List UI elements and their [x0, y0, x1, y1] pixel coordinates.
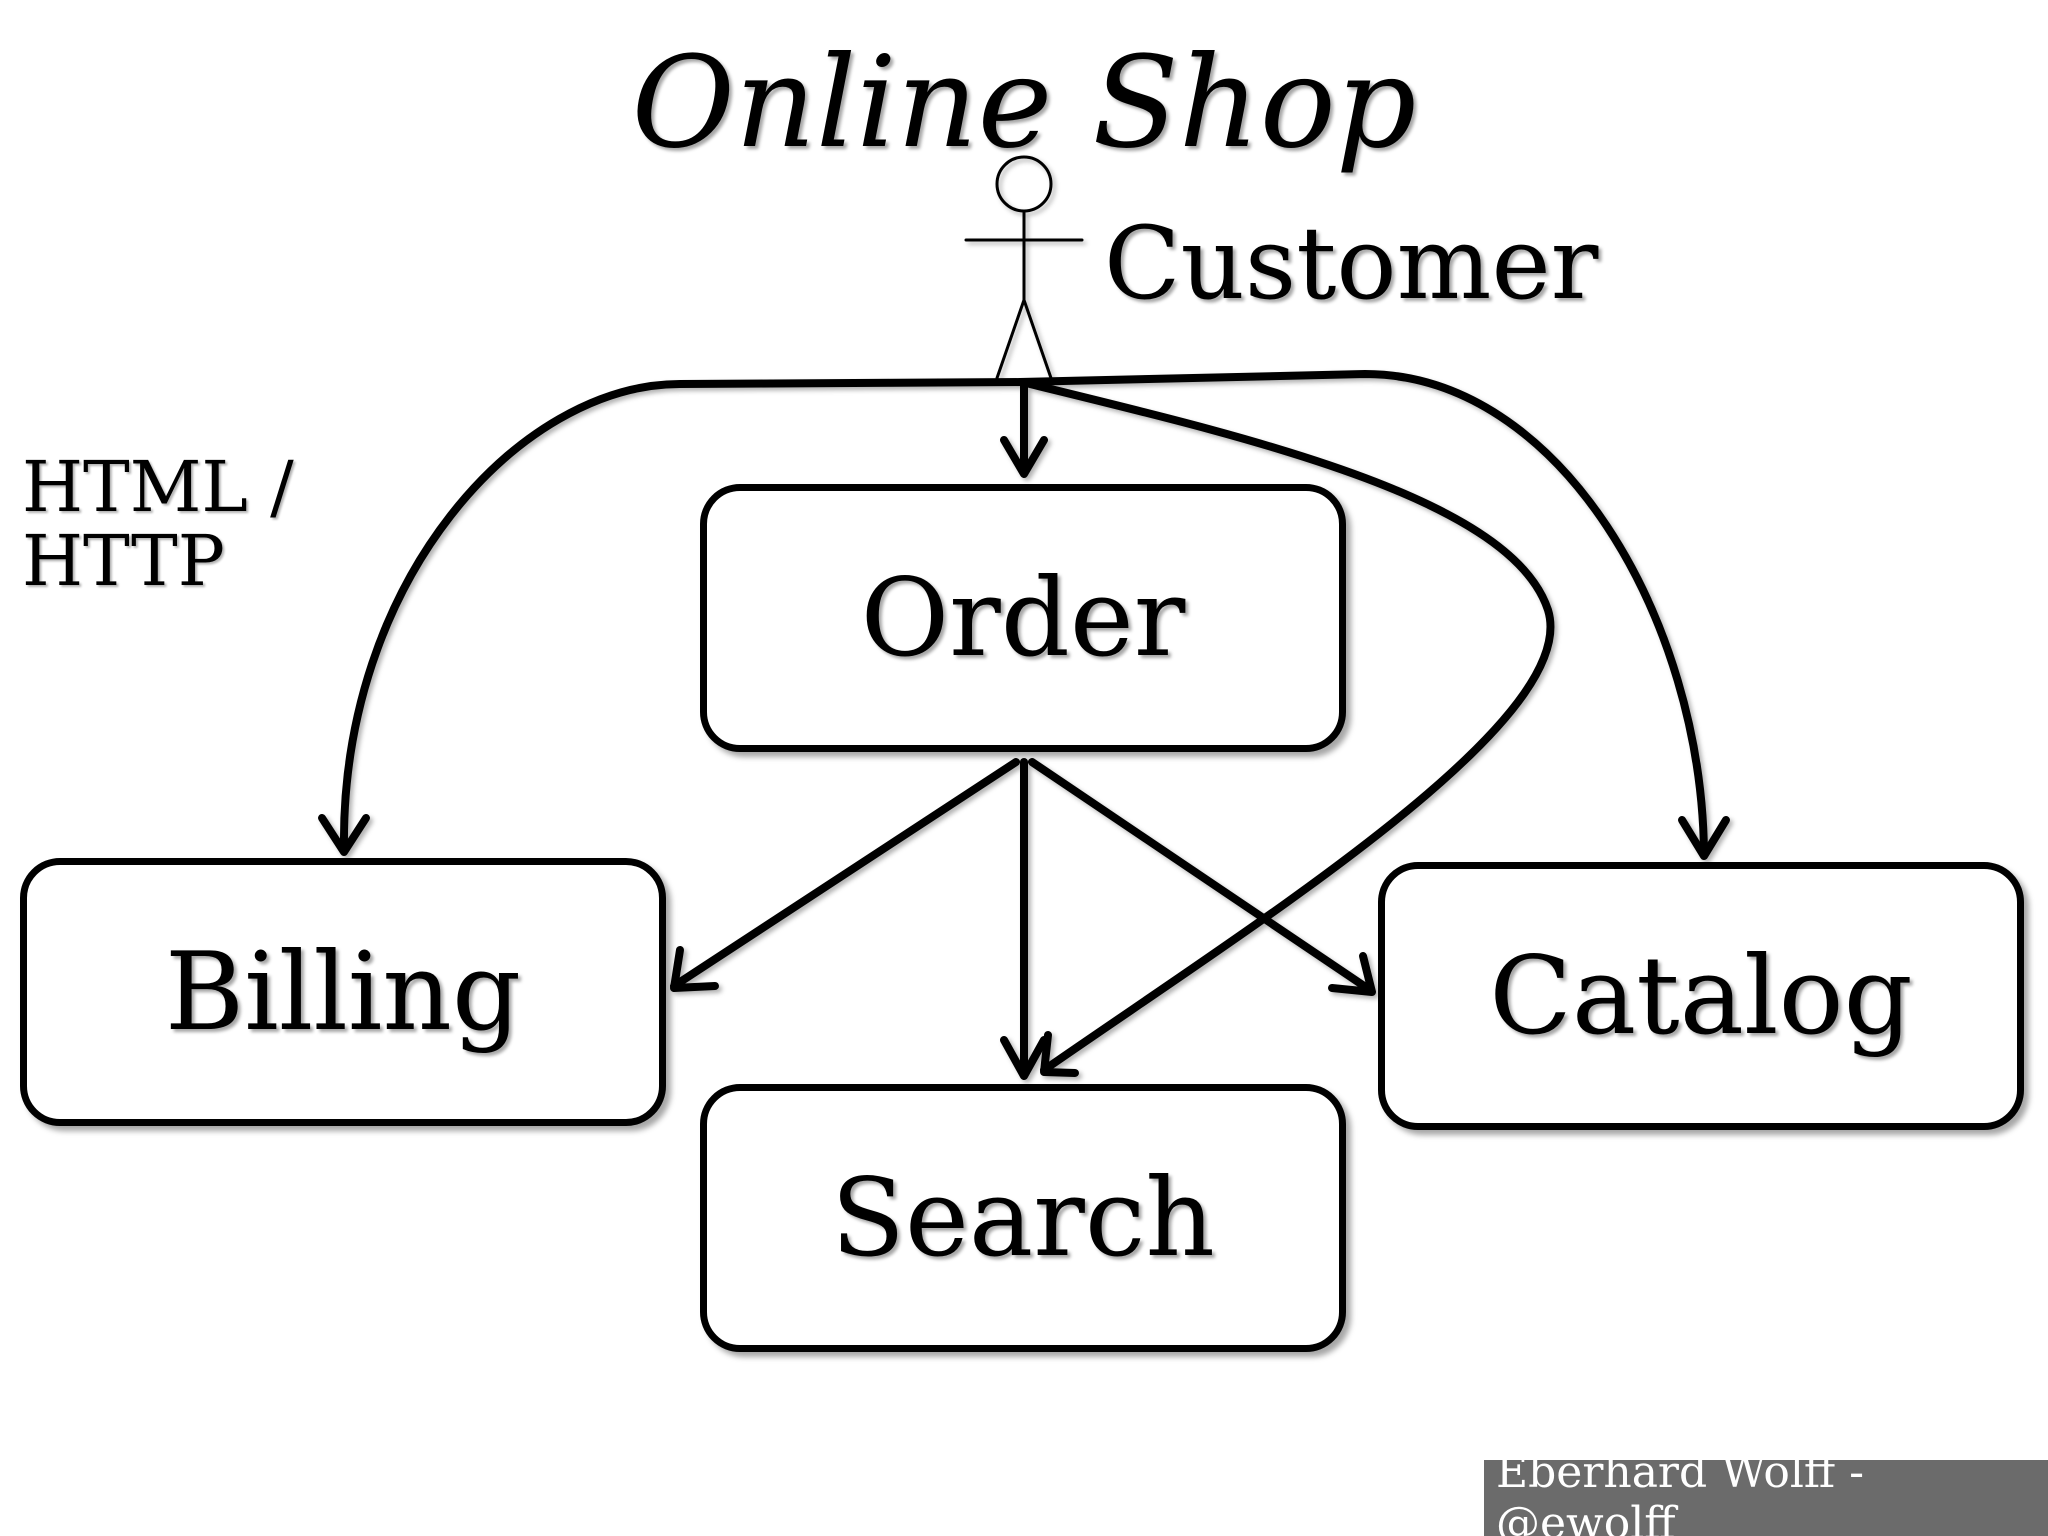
- service-box-order: Order: [700, 484, 1346, 752]
- arrow-order-to-billing: [670, 758, 1020, 992]
- protocol-label-line-2: HTTP: [22, 520, 225, 603]
- arrow-order-to-catalog: [1028, 758, 1376, 996]
- arrow-customer-to-catalog: [1016, 370, 1730, 860]
- protocol-label-line-1: HTML /: [22, 446, 294, 528]
- author-footer: Eberhard Wolff - @ewolff: [1484, 1447, 2048, 1536]
- arrow-customer-to-billing: [318, 378, 1034, 856]
- protocol-label: HTML / HTTP: [22, 446, 294, 603]
- stick-figure-icon: [964, 155, 1084, 380]
- service-box-billing: Billing: [20, 858, 666, 1126]
- service-box-search: Search: [700, 1084, 1346, 1352]
- arrow-customer-to-search: [1026, 380, 1555, 1077]
- arrow-order-to-search: [1000, 758, 1048, 1080]
- arrow-customer-to-order: [1000, 378, 1048, 478]
- customer-label: Customer: [1104, 205, 1599, 322]
- service-box-catalog: Catalog: [1378, 862, 2024, 1130]
- page-title: Online Shop: [631, 29, 1417, 176]
